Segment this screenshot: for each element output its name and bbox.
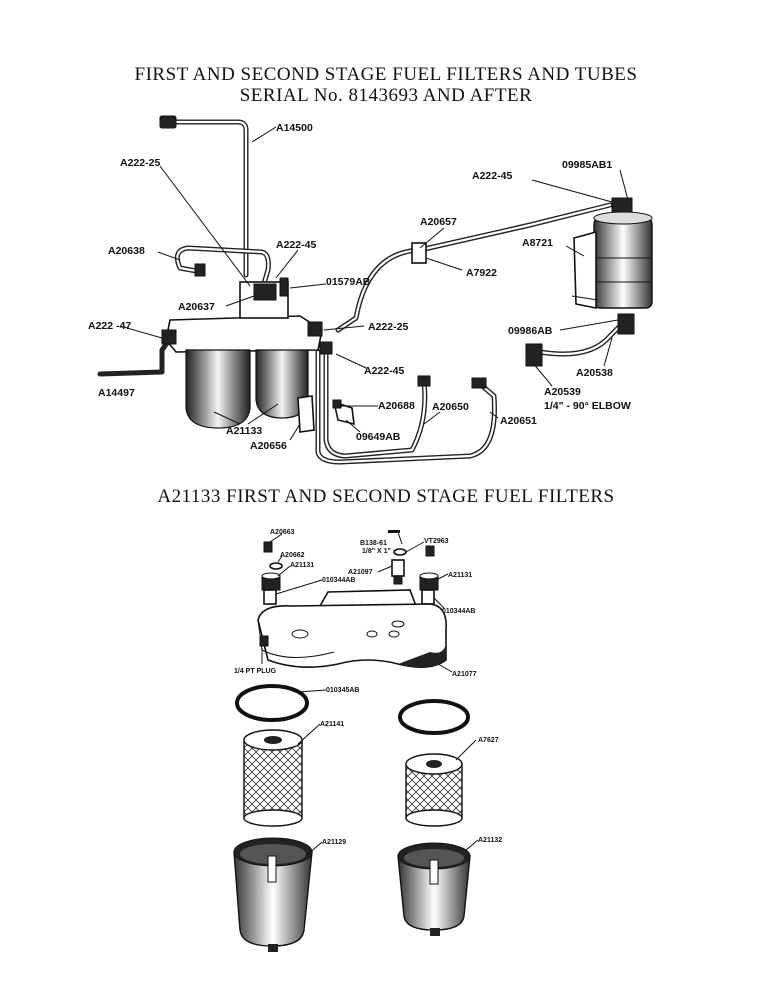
- label-a7627: A7627: [478, 737, 499, 744]
- tube-a14497: [97, 333, 175, 377]
- filter-canister-right: [593, 197, 653, 309]
- fitting-a222-47: [161, 329, 177, 345]
- label-a222-45-top-right: A222-45: [472, 170, 512, 182]
- diagram-title-line1: FIRST AND SECOND STAGE FUEL FILTERS AND …: [134, 64, 638, 85]
- nut-a21131-left: [261, 572, 281, 591]
- label-09649ab: 09649AB: [356, 431, 401, 443]
- label-010344ab-left: 010344AB: [322, 577, 355, 584]
- label-a20656: A20656: [250, 440, 287, 452]
- filter-element-a21141: [243, 729, 303, 827]
- screw-right: [425, 545, 435, 557]
- label-a222-45-mid: A222-45: [276, 239, 316, 251]
- label-09986ab: 09986AB: [508, 325, 553, 337]
- label-a14497: A14497: [98, 387, 135, 399]
- screw-a20688: [332, 399, 342, 409]
- label-a20638: A20638: [108, 245, 145, 257]
- gasket-010345ab-right: [398, 699, 470, 735]
- label-a20650: A20650: [432, 401, 469, 413]
- label-a21131-right: A21131: [448, 572, 472, 579]
- gasket-010344ab-left: [263, 589, 277, 605]
- filter-bowl-first-stage: [185, 349, 251, 429]
- label-a21129: A21129: [322, 839, 346, 846]
- label-b138-61-size: 1/8" X 1": [362, 548, 391, 555]
- screw-a20663: [263, 541, 273, 553]
- label-a20662: A20662: [280, 552, 305, 559]
- leader-lines-bottom: [261, 531, 479, 857]
- label-a21132: A21132: [478, 837, 502, 844]
- label-a222-25-top: A222-25: [120, 157, 160, 169]
- label-a21077: A21077: [452, 671, 477, 678]
- bowl-a21132: [397, 842, 471, 936]
- label-a222-45-low: A222-45: [364, 365, 404, 377]
- label-a20657: A20657: [420, 216, 457, 228]
- elbow-a20539: [525, 343, 543, 367]
- exploded-view: A20663 A20662 A21131 B138-61 1/8" X 1" V…: [233, 529, 502, 952]
- diagram-title-line2: SERIAL No. 8143693 AND AFTER: [239, 85, 533, 106]
- label-a21131-left: A21131: [290, 562, 314, 569]
- label-pt-plug: 1/4 PT PLUG: [234, 668, 277, 675]
- label-a20539: A20539: [544, 386, 581, 398]
- label-elbow: 1/4" - 90° ELBOW: [544, 400, 631, 412]
- label-a21097: A21097: [348, 569, 373, 576]
- gasket-010345ab-left: [235, 684, 309, 722]
- label-a14500: A14500: [276, 122, 313, 134]
- head-fitting-a20637: [253, 283, 277, 301]
- fitting-a20651-end: [471, 377, 487, 389]
- housing-a21077: [257, 589, 447, 668]
- top-assembly: A14500 A222-25 A20638 A222-45 01579AB A2…: [88, 115, 653, 465]
- washer-a20662: [269, 562, 283, 570]
- label-010345ab: 010345AB: [326, 687, 359, 694]
- tube-a20538: [537, 317, 629, 357]
- pin-b138-61: [388, 530, 400, 533]
- bracket-a8721: [571, 230, 599, 309]
- valve-a21097: [391, 559, 405, 585]
- label-01579ab: 01579AB: [326, 276, 371, 288]
- label-a7922: A7922: [466, 267, 497, 279]
- label-010344ab-right: 010344AB: [442, 608, 475, 615]
- label-a21133: A21133: [226, 425, 262, 437]
- label-a222-25-right: A222-25: [368, 321, 408, 333]
- clip-a7922: [411, 242, 427, 264]
- exploded-view-title: A21133 FIRST AND SECOND STAGE FUEL FILTE…: [157, 486, 615, 507]
- fitting-a222-25-top: [159, 115, 177, 129]
- tube-a20650: [323, 349, 428, 459]
- label-a222-47: A222 -47: [88, 320, 131, 332]
- label-a21141: A21141: [320, 721, 344, 728]
- pt-plug: [259, 635, 269, 647]
- nut-a21131-right: [419, 572, 439, 591]
- filter-head: [165, 315, 323, 353]
- label-09985ab1: 09985AB1: [562, 159, 612, 171]
- label-a20538: A20538: [576, 367, 613, 379]
- label-a20651: A20651: [500, 415, 537, 427]
- washer-vt2963: [393, 548, 407, 556]
- label-a20688: A20688: [378, 400, 415, 412]
- label-a8721: A8721: [522, 237, 553, 249]
- label-a20637: A20637: [178, 301, 215, 313]
- fitting-09986ab: [617, 313, 635, 335]
- filter-element-a7627: [405, 753, 463, 827]
- label-b138-61: B138-61: [360, 540, 387, 547]
- fitting-a222-45-low: [319, 341, 333, 355]
- fitting-a20650-end: [417, 375, 431, 387]
- fitting-01579ab: [279, 277, 289, 297]
- bowl-a21129: [233, 837, 313, 952]
- fitting-a20638: [194, 263, 206, 277]
- bracket-a20656: [297, 395, 315, 433]
- tube-a20638: [174, 245, 271, 293]
- tube-a20651: [315, 349, 497, 465]
- label-a20663: A20663: [270, 529, 295, 536]
- tube-a14500: [169, 119, 249, 278]
- gasket-010344ab-right: [421, 589, 435, 605]
- label-vt2963: VT2963: [424, 538, 449, 545]
- fitting-09985ab1: [611, 197, 633, 213]
- fitting-a222-25-right: [307, 321, 323, 337]
- leader-lines-top: [119, 126, 629, 441]
